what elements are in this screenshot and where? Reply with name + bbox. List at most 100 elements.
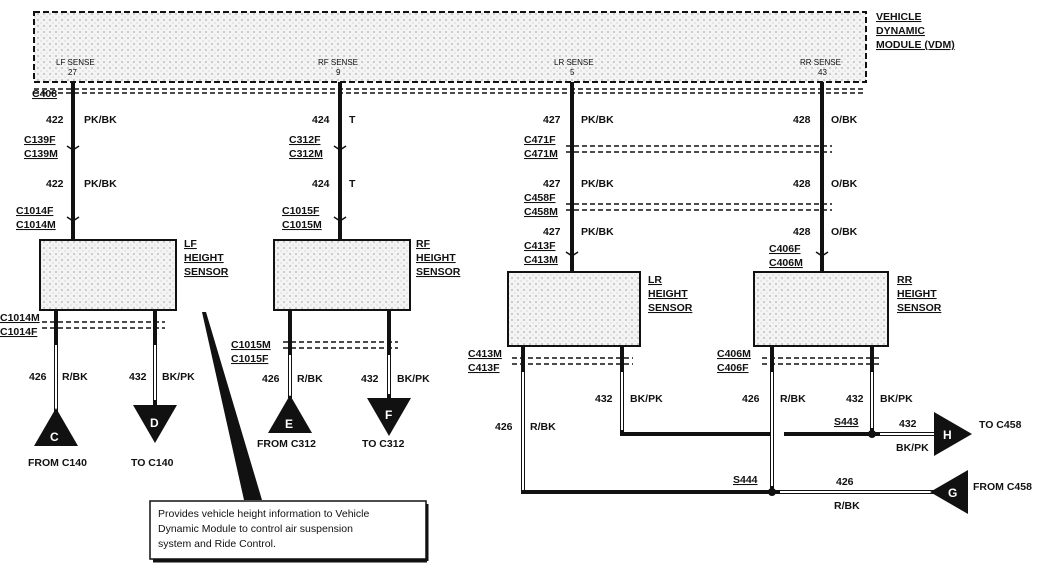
lr-c413m: C413M — [524, 254, 558, 266]
lf-c139m: C139M — [24, 148, 58, 160]
rr-circuit-1: 428 — [793, 114, 811, 126]
lr-color-2: PK/BK — [581, 178, 614, 190]
rr-branch: 428 O/BK 428 O/BK 428 O/BK C406F C406M R… — [717, 82, 942, 492]
lf-branch: 422 PK/BK C139F C139M 422 PK/BK C1014F C… — [0, 82, 229, 469]
rf-c1015f: C1015F — [282, 205, 320, 217]
out-h-circuit: 432 — [899, 418, 917, 430]
rf-circuit-1: 424 — [312, 114, 330, 126]
lf-426-num: 426 — [29, 371, 47, 383]
connector-arrow — [333, 145, 347, 151]
in-g-circuit: 426 — [836, 476, 854, 488]
lr-c471m: C471M — [524, 148, 558, 160]
note-line2: Dynamic Module to control air suspension — [158, 523, 353, 535]
splice-s444-label: S444 — [733, 474, 758, 486]
rr-circuit-3: 428 — [793, 226, 811, 238]
lr-c458f: C458F — [524, 192, 556, 204]
from-c312-label: FROM C312 — [257, 438, 316, 450]
splice-s443-label: S443 — [834, 416, 859, 428]
lr-color-3: PK/BK — [581, 226, 614, 238]
rr-c406m: C406M — [769, 257, 803, 269]
rf-sensor-line2: HEIGHT — [416, 252, 456, 264]
lr-432-num: 432 — [595, 393, 613, 405]
lf-c1014m: C1014M — [16, 219, 56, 231]
to-c458-label: TO C458 — [979, 419, 1022, 431]
lf-426-color: R/BK — [62, 371, 88, 383]
rr-432-num: 432 — [846, 393, 864, 405]
lf-sensor-line3: SENSOR — [184, 266, 229, 278]
rf-color-2: T — [349, 178, 356, 190]
rf-branch: 424 T C312F C312M 424 T C1015F C1015M RF… — [231, 82, 461, 450]
lr-circuit-3: 427 — [543, 226, 561, 238]
lf-c1014m-lower: C1014M — [0, 312, 40, 324]
from-c140-label: FROM C140 — [28, 457, 87, 469]
lr-c413m-lower: C413M — [468, 348, 502, 360]
lf-sensor-line1: LF — [184, 238, 197, 250]
lr-circuit-1: 427 — [543, 114, 561, 126]
lf-circuit-1: 422 — [46, 114, 64, 126]
lf-c1014f-lower: C1014F — [0, 326, 38, 338]
rf-sensor-line1: RF — [416, 238, 431, 250]
lf-color-1: PK/BK — [84, 114, 117, 126]
lr-color-1: PK/BK — [581, 114, 614, 126]
rr-c406f-lower: C406F — [717, 362, 749, 374]
connector-e-letter: E — [285, 417, 293, 431]
rr-426-color: R/BK — [780, 393, 806, 405]
vdm-title-line3: MODULE (VDM) — [876, 39, 955, 51]
lr-height-sensor-box — [507, 271, 641, 347]
splice-area: S443 432 BK/PK H TO C458 S444 426 R/BK G… — [733, 412, 1032, 514]
callout-box — [149, 500, 427, 560]
vdm-title-line1: VEHICLE — [876, 11, 922, 23]
vdm-title-line2: DYNAMIC — [876, 25, 925, 37]
lr-426-color: R/BK — [530, 421, 556, 433]
lf-c139f: C139F — [24, 134, 56, 146]
connector-h-arrow — [934, 412, 972, 456]
pin-rf-num: 9 — [336, 68, 341, 77]
pin-rr-num: 43 — [818, 68, 827, 77]
rf-c1015m: C1015M — [282, 219, 322, 231]
lr-c413f-lower: C413F — [468, 362, 500, 374]
lf-432-color: BK/PK — [162, 371, 195, 383]
callout-pointer — [202, 312, 262, 500]
rr-c406m-lower: C406M — [717, 348, 751, 360]
rf-c1015f-lower: C1015F — [231, 353, 269, 365]
rf-sensor-line3: SENSOR — [416, 266, 461, 278]
lr-c471f: C471F — [524, 134, 556, 146]
connector-arrow — [815, 251, 829, 257]
lr-sensor-line3: SENSOR — [648, 302, 693, 314]
lr-c413f: C413F — [524, 240, 556, 252]
lf-432-num: 432 — [129, 371, 147, 383]
lr-sensor-line1: LR — [648, 274, 662, 286]
lr-432-color: BK/PK — [630, 393, 663, 405]
c408-label: C408 — [32, 88, 57, 100]
lr-branch: 427 PK/BK C471F C471M 427 PK/BK C458F C4… — [468, 82, 832, 494]
lf-circuit-2: 422 — [46, 178, 64, 190]
lf-sensor-line2: HEIGHT — [184, 252, 224, 264]
lf-color-2: PK/BK — [84, 178, 117, 190]
lr-c458m: C458M — [524, 206, 558, 218]
pin-rr-sense: RR SENSE — [800, 58, 841, 67]
connector-f-letter: F — [385, 408, 392, 422]
rf-c312f: C312F — [289, 134, 321, 146]
lr-sensor-line2: HEIGHT — [648, 288, 688, 300]
connector-c-arrow — [34, 408, 78, 446]
rr-height-sensor-box — [753, 271, 889, 347]
connector-d-letter: D — [150, 416, 159, 430]
rf-height-sensor-box — [273, 239, 411, 311]
connector-arrow — [66, 216, 80, 222]
to-c140-label: TO C140 — [131, 457, 174, 469]
connector-g-letter: G — [948, 486, 957, 500]
rr-c406f: C406F — [769, 243, 801, 255]
callout-note: Provides vehicle height information to V… — [149, 312, 429, 563]
rr-color-3: O/BK — [831, 226, 858, 238]
pin-rf-sense: RF SENSE — [318, 58, 358, 67]
rr-wire-432 — [784, 346, 874, 436]
in-g-color: R/BK — [834, 500, 860, 512]
connector-h-letter: H — [943, 428, 952, 442]
connector-arrow — [333, 216, 347, 222]
connector-d-arrow — [133, 405, 177, 443]
to-c312-label: TO C312 — [362, 438, 405, 450]
connector-e-arrow — [268, 395, 312, 433]
rf-432-color: BK/PK — [397, 373, 430, 385]
